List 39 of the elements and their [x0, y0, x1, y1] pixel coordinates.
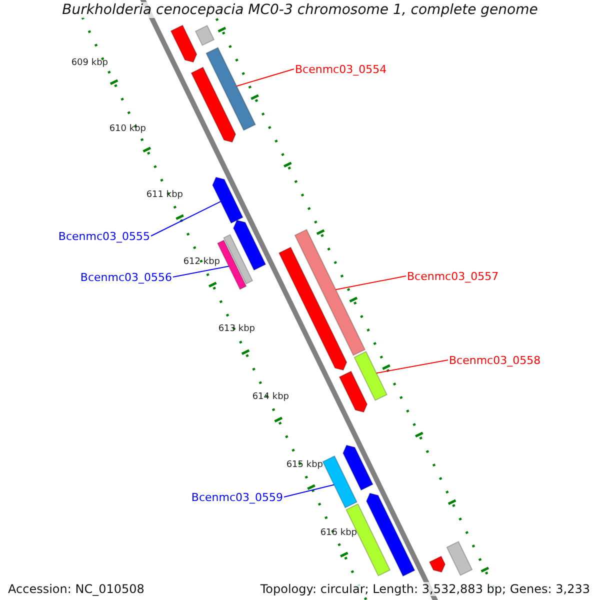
gene-bar [342, 444, 374, 491]
gene-label: Bcenmc03_0559 [191, 490, 283, 504]
leader-line [150, 201, 222, 236]
scale-label: 613 kbp [218, 324, 255, 334]
leader-line [335, 276, 406, 290]
leader-line [172, 266, 230, 278]
scale-label: 616 kbp [320, 528, 357, 538]
leader-line [376, 360, 448, 374]
gene-label: Bcenmc03_0556 [80, 270, 172, 284]
scale-label: 611 kbp [146, 190, 183, 200]
gene-bar [366, 492, 416, 577]
gene-bar [446, 540, 473, 576]
gene-bar [428, 556, 446, 573]
leader-line [284, 484, 335, 498]
gene-bar [232, 220, 266, 271]
gene-label: Bcenmc03_0554 [295, 62, 387, 76]
gene-label: Bcenmc03_0558 [449, 354, 541, 366]
genome-info-text: Topology: circular; Length: 3,532,883 bp; Genes: 3,233 [260, 582, 590, 596]
gene-bar [194, 24, 215, 46]
scale-label: 614 kbp [252, 392, 289, 402]
gene-bar [322, 455, 358, 508]
gene-bar [170, 24, 198, 63]
gene-bar [223, 234, 254, 284]
accession-text: Accession: NC_010508 [8, 582, 144, 596]
gene-bar [338, 370, 368, 413]
gene-bar [354, 350, 388, 401]
scale-label: 609 kbp [71, 58, 108, 68]
gene-label: Bcenmc03_0557 [407, 270, 499, 282]
scale-label: 612 kbp [183, 257, 220, 267]
gene-bar [278, 246, 348, 371]
scale-label: 615 kbp [286, 460, 323, 470]
gene-bar [190, 66, 236, 143]
gene-bar [212, 176, 244, 224]
gene-bar [206, 46, 256, 131]
leader-line [236, 68, 294, 87]
gene-bar [294, 228, 366, 356]
title: Burkholderia cenocepacia MC0-3 chromosome 1, complete genome [62, 2, 538, 18]
gene-label: Bcenmc03_0555 [58, 230, 150, 242]
scale-label: 610 kbp [109, 124, 146, 134]
